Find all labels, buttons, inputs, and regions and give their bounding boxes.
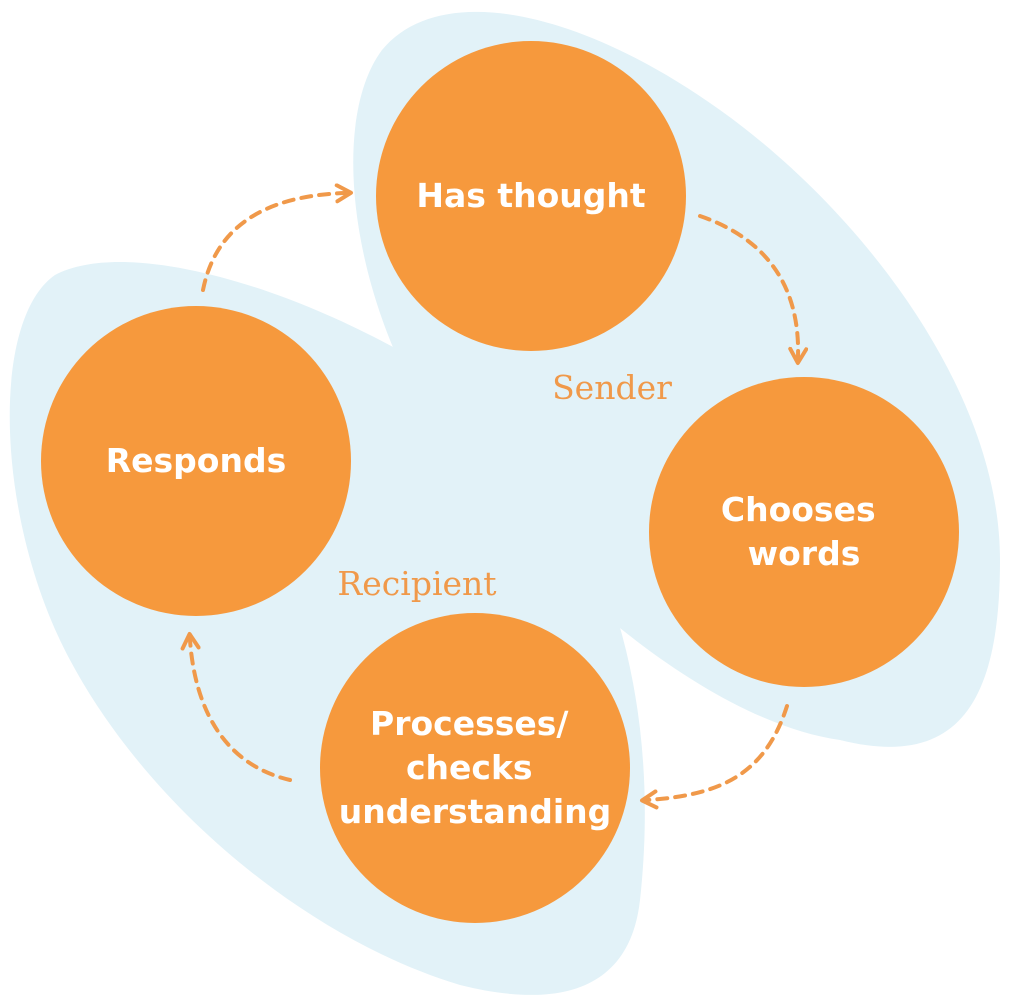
node-processes-circle <box>320 613 630 923</box>
flow-arrow-chooses-words-to-processes <box>640 704 789 810</box>
flow-arrow-processes-to-responds <box>180 632 292 782</box>
recipient-label: Recipient <box>337 564 496 603</box>
node-chooses-words-label: Chooses words <box>721 490 887 573</box>
node-chooses-words: Chooses words <box>649 377 959 687</box>
node-chooses-words-line: words <box>748 534 861 573</box>
flow-arrow-has-thought-to-chooses-words <box>698 214 809 365</box>
node-responds: Responds <box>41 306 351 616</box>
node-responds-circle <box>41 306 351 616</box>
node-has-thought-label: Has thought <box>416 176 646 215</box>
node-responds-line: Responds <box>106 441 287 480</box>
node-chooses-words-line: Chooses <box>721 490 876 529</box>
node-processes-line: understanding <box>339 792 612 831</box>
sender-label: Sender <box>552 368 672 407</box>
node-processes-line: checks <box>406 748 533 787</box>
node-chooses-words-circle <box>649 377 959 687</box>
node-processes-label: Processes/ checks understanding <box>339 704 612 831</box>
node-responds-label: Responds <box>106 441 287 480</box>
node-has-thought-circle <box>376 41 686 351</box>
node-processes: Processes/ checks understanding <box>320 613 630 923</box>
node-has-thought-line: Has thought <box>416 176 646 215</box>
node-has-thought: Has thought <box>376 41 686 351</box>
flow-arrow-responds-to-has-thought <box>201 183 353 292</box>
node-processes-line: Processes/ <box>370 704 569 743</box>
